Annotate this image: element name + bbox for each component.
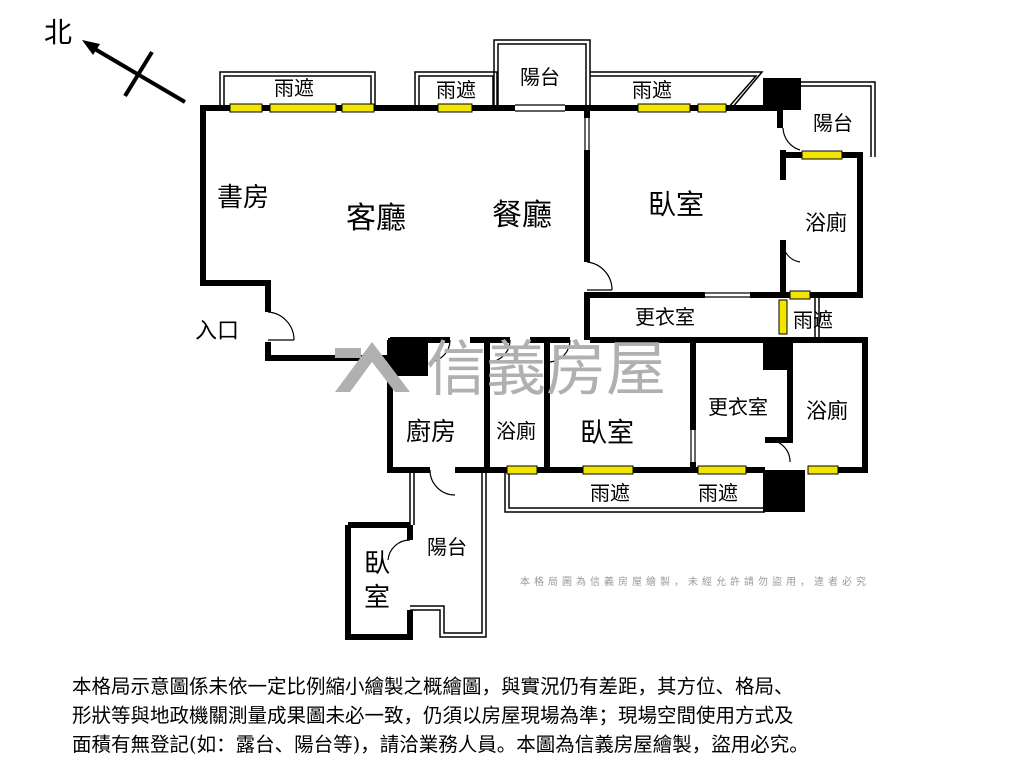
label-kitchen: 廚房: [406, 417, 456, 446]
label-closet-upper: 更衣室: [635, 305, 695, 329]
watermark-brand: 信義房屋: [426, 335, 666, 405]
label-bath-lower: 浴廁: [806, 399, 848, 423]
disclaimer-line: 面積有無登記(如：露台、陽台等)，請洽業務人員。本圖為信義房屋繪製，盜用必究。: [72, 733, 809, 756]
label-balcony-bottom: 陽台: [427, 535, 467, 559]
label-bedroom-lower: 臥室: [580, 418, 634, 449]
label-small-bedroom-2: 室: [364, 583, 390, 613]
label-balcony-right: 陽台: [813, 111, 853, 135]
label-awning-top-3: 雨遮: [632, 78, 672, 102]
disclaimer-line: 本格局示意圖係未依一定比例縮小繪製之概繪圖，與實況仍有差距，其方位、格局、: [72, 675, 794, 698]
disclaimer-line: 形狀等與地政機關測量成果圖未必一致，仍須以房屋現場為準；現場空間使用方式及: [72, 704, 794, 727]
compass-label: 北: [44, 16, 72, 49]
label-awning-bottom-1: 雨遮: [590, 481, 630, 505]
label-awning-top-2: 雨遮: [436, 78, 476, 102]
label-entrance: 入口: [195, 319, 239, 344]
label-bath-middle: 浴廁: [496, 419, 536, 443]
label-living: 客廳: [346, 201, 406, 236]
label-study: 書房: [217, 183, 269, 213]
windows: [229, 103, 843, 475]
label-closet-lower: 更衣室: [708, 395, 768, 419]
north-arrow-icon: [82, 40, 187, 104]
watermark-logo: 信義房屋 本格局圖為信義房屋繪製，未經允許請勿盜用，違者必究: [335, 335, 870, 588]
brand-logo-icon: [335, 342, 410, 392]
columns: [388, 78, 805, 512]
watermark-notice: 本格局圖為信義房屋繪製，未經允許請勿盜用，違者必究: [520, 575, 870, 588]
label-balcony-top: 陽台: [520, 65, 560, 89]
room-labels: 書房 客廳 餐廳 臥室 浴廁 陽台 陽台 更衣室 雨遮 入口 廚房 浴廁 臥室 …: [195, 65, 853, 613]
label-master-bath: 浴廁: [805, 211, 847, 235]
label-awning-right: 雨遮: [793, 308, 833, 332]
label-awning-bottom-2: 雨遮: [698, 481, 738, 505]
label-dining: 餐廳: [492, 198, 552, 233]
disclaimer-text: 本格局示意圖係未依一定比例縮小繪製之概繪圖，與實況仍有差距，其方位、格局、 形狀…: [72, 672, 1002, 759]
label-awning-top-1: 雨遮: [274, 76, 314, 100]
thin-outlines: [219, 39, 876, 638]
doors: [267, 104, 801, 561]
label-small-bedroom-1: 臥: [364, 549, 390, 579]
label-master-bedroom: 臥室: [648, 188, 704, 221]
